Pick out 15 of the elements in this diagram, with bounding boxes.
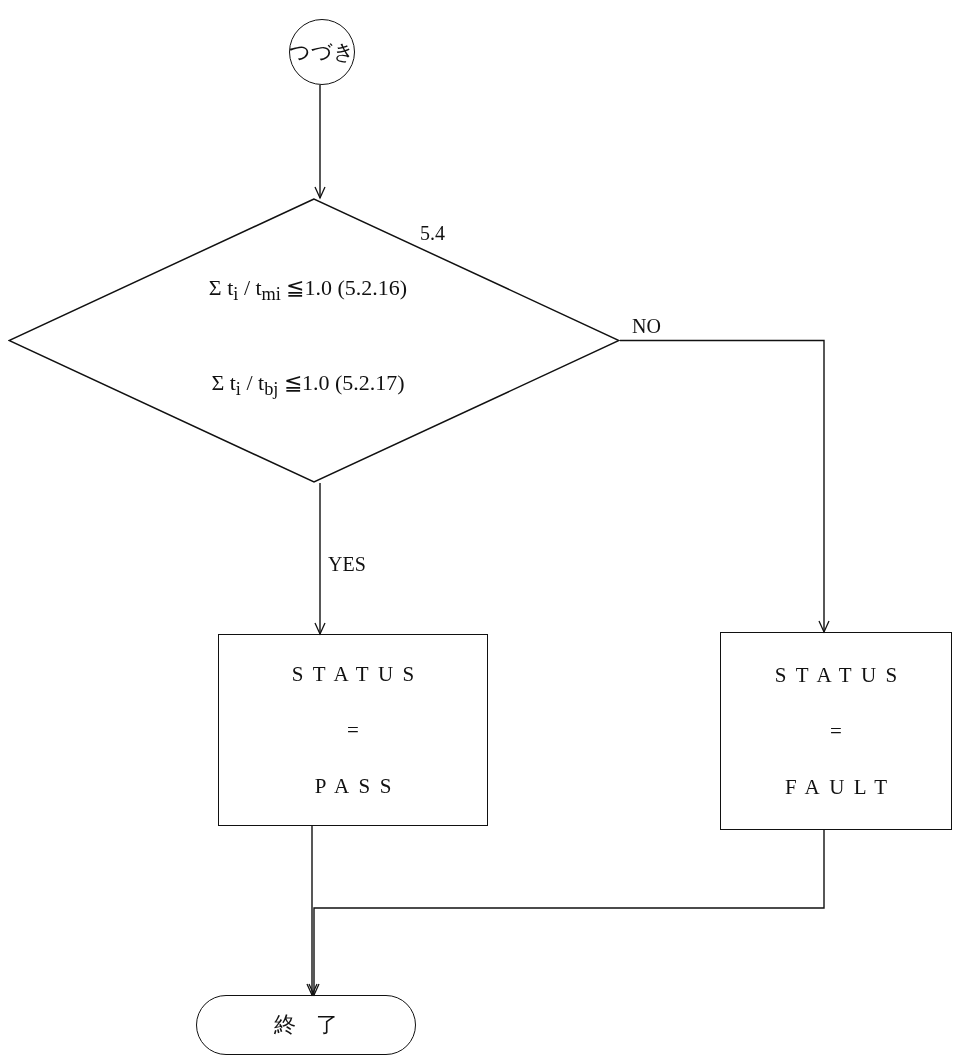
arrow: [308, 829, 825, 996]
status-text: STATUS = FAULT: [773, 662, 907, 801]
process-box: [720, 632, 952, 830]
reference-number: 5.4: [420, 222, 445, 245]
formula-text: Σ t$_{i}$ / t$_{mi}$ ≦1.0 (5.2.16): [208, 274, 408, 306]
arrow: [306, 825, 318, 996]
formula-text: Σ t$_{i}$ / t$_{bj}$ ≦1.0 (5.2.17): [211, 369, 405, 401]
arrow: [619, 339, 830, 633]
decision-diamond: [8, 198, 620, 483]
process-box: [218, 634, 488, 826]
terminal-label: 終了: [273, 1011, 358, 1039]
arrow: [314, 482, 326, 635]
arrow: [314, 84, 326, 199]
connector-label: つづき: [289, 39, 355, 66]
status-text: STATUS = PASS: [290, 661, 424, 800]
